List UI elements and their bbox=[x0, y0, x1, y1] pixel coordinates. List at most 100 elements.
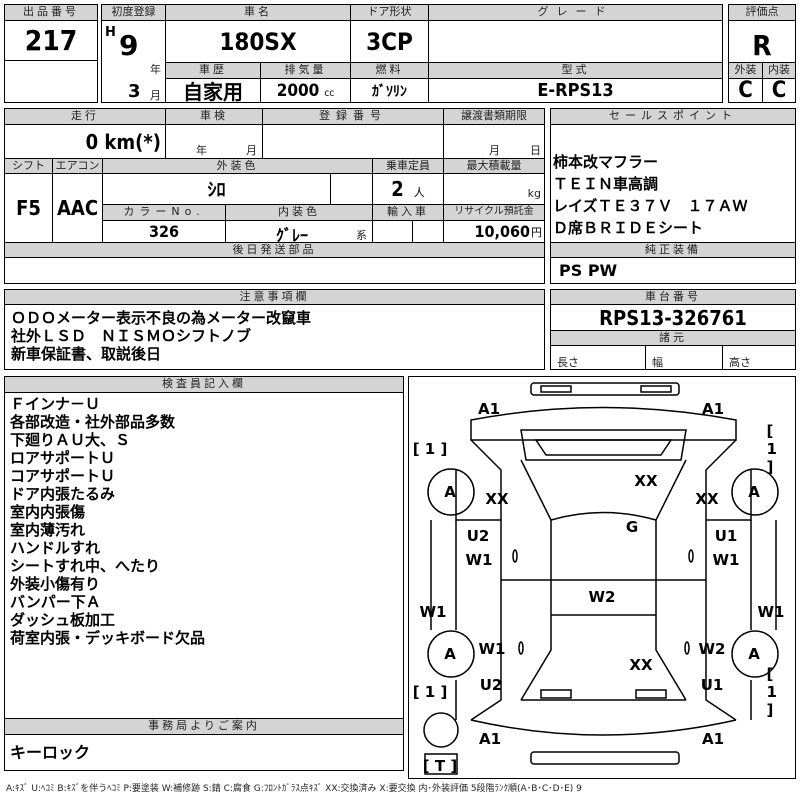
car-outline bbox=[423, 382, 779, 775]
length-cell: 長さ bbox=[550, 345, 646, 370]
width-label: 幅 bbox=[652, 356, 663, 369]
score-label: 評価点 bbox=[728, 4, 796, 21]
damage-label: XX bbox=[695, 490, 719, 508]
damage-label: XX bbox=[629, 656, 653, 674]
damage-label: XX bbox=[485, 490, 509, 508]
door-type: 3CP bbox=[350, 20, 429, 63]
damage-label: [ 1 ] bbox=[412, 683, 448, 701]
length-label: 長さ bbox=[557, 356, 579, 369]
inspection-month-unit: 月 bbox=[246, 144, 257, 157]
inspector-line: ダッシュ板加工 bbox=[10, 611, 116, 629]
capacity-unit: 人 bbox=[413, 186, 425, 199]
inspector-line: 室内内張傷 bbox=[10, 503, 86, 521]
damage-label: U1 bbox=[700, 676, 724, 694]
legend: A:ｷｽﾞ U:ﾍｺﾐ B:ｷｽﾞを伴うﾍｺﾐ P:要塗装 W:補修跡 S:錆 … bbox=[6, 784, 582, 794]
transfer-label: 譲渡書類期限 bbox=[443, 108, 545, 125]
damage-label: W1 bbox=[712, 551, 740, 569]
color-no-label: カラーNo. bbox=[102, 204, 226, 221]
fuel: ｶﾞｿﾘﾝ bbox=[350, 78, 429, 103]
shift: F5 bbox=[4, 173, 53, 243]
reg-month: 3 bbox=[128, 81, 141, 102]
first-reg-cell: H 9 年 3 月 bbox=[101, 20, 166, 103]
inspection-label: 車検 bbox=[165, 108, 263, 125]
damage-label: U1 bbox=[714, 527, 738, 545]
reg-no bbox=[262, 124, 444, 159]
height-cell: 高さ bbox=[722, 345, 796, 370]
sales-point: Ｄ席ＢＲＩＤＥシート bbox=[553, 219, 704, 237]
inspector-line: ドア内張たるみ bbox=[10, 485, 116, 503]
lot-label: 出品番号 bbox=[4, 4, 98, 21]
recycle-unit: 円 bbox=[531, 225, 542, 239]
car-name: 180SX bbox=[165, 20, 351, 63]
chassis-number: RPS13-326761 bbox=[550, 304, 796, 331]
car-name-label: 車名 bbox=[165, 4, 351, 21]
sales-point: レイズＴＥ３７Ｖ １７ＡＷ bbox=[553, 197, 748, 215]
damage-label: W2 bbox=[698, 640, 726, 658]
interior-label: 内装 bbox=[762, 62, 796, 79]
shift-label: シフト bbox=[4, 158, 53, 174]
reg-no-label: 登録番号 bbox=[262, 108, 444, 125]
sales-point: 柿本改マフラー bbox=[553, 153, 659, 171]
ext-color-label: 外装色 bbox=[102, 158, 373, 174]
damage-label: [ T ] bbox=[422, 757, 458, 775]
color-no: 326 bbox=[102, 220, 226, 243]
transfer-day-unit: 日 bbox=[530, 144, 541, 157]
history: 自家用 bbox=[165, 78, 261, 104]
reg-year: 9 bbox=[119, 29, 139, 62]
inspector-label: 検査員記入欄 bbox=[4, 376, 404, 393]
height-label: 高さ bbox=[729, 356, 751, 369]
later-parts-label: 後日発送部品 bbox=[4, 242, 545, 258]
score: R bbox=[728, 20, 796, 63]
int-color: ｸﾞﾚｰ bbox=[276, 226, 309, 245]
transfer-month-unit: 月 bbox=[489, 144, 500, 157]
int-color-cell: ｸﾞﾚｰ系 bbox=[225, 220, 373, 245]
damage-label: A bbox=[748, 483, 760, 501]
notes-label: 注意事項欄 bbox=[4, 289, 545, 305]
inspector-line: ハンドルすれ bbox=[10, 539, 101, 557]
damage-label: A bbox=[748, 645, 760, 663]
exterior-grade: C bbox=[728, 78, 763, 103]
inspector-line: コアサポートＵ bbox=[10, 467, 116, 485]
month-unit: 月 bbox=[150, 89, 161, 102]
damage-label: A bbox=[444, 483, 456, 501]
fuel-label: 燃料 bbox=[350, 62, 429, 79]
damage-label: W1 bbox=[757, 603, 785, 621]
chassis-label: 車台番号 bbox=[550, 289, 796, 305]
inspector-line: ロアサポートＵ bbox=[10, 449, 116, 467]
inspector-line: 外装小傷有り bbox=[10, 575, 101, 593]
ext-color: ｼﾛ bbox=[102, 173, 331, 205]
import-cell-2 bbox=[412, 220, 444, 243]
year-unit: 年 bbox=[150, 63, 161, 76]
inspection-year-unit: 年 bbox=[196, 144, 207, 157]
lot-empty bbox=[4, 60, 98, 103]
interior-grade: C bbox=[762, 78, 796, 103]
inspector-notes: Ｆインナ－Ｕ 各部改造・社外部品多数 下廻りＡＵ大、Ｓ ロアサポートＵ コアサポ… bbox=[4, 392, 404, 719]
air-conditioner: AAC bbox=[52, 173, 103, 243]
damage-label: G bbox=[625, 518, 639, 536]
mileage: 0 km(*) bbox=[4, 124, 166, 159]
sales-points-label: セールスポイント bbox=[550, 108, 796, 125]
model-code: E-RPS13 bbox=[428, 78, 723, 103]
max-load-cell: kg bbox=[443, 173, 545, 205]
sales-points: 柿本改マフラー ＴＥＩＮ車高調 レイズＴＥ３７Ｖ １７ＡＷ Ｄ席ＢＲＩＤＥシート bbox=[550, 124, 796, 243]
displacement-unit: cc bbox=[324, 88, 335, 99]
damage-label: U2 bbox=[466, 527, 490, 545]
later-parts bbox=[4, 257, 545, 284]
capacity: 2 bbox=[391, 177, 404, 201]
recycle-label: リサイクル預託金 bbox=[443, 204, 545, 221]
equipment-label: 純正装備 bbox=[550, 242, 796, 258]
damage-label: W1 bbox=[419, 603, 447, 621]
recycle-fee: 10,060 bbox=[474, 222, 530, 241]
note-line: 社外ＬＳＤ ＮＩＳＭＯシフトノブ bbox=[11, 327, 252, 345]
inspector-line: Ｆインナ－Ｕ bbox=[10, 395, 101, 413]
door-label: ドア形状 bbox=[350, 4, 429, 21]
transfer-cell: 月日 bbox=[443, 124, 545, 159]
notes: ＯＤＯメーター表示不良の為メーター改竄車 社外ＬＳＤ ＮＩＳＭＯシフトノブ 新車… bbox=[4, 304, 545, 370]
import-label: 輸入車 bbox=[372, 204, 444, 221]
office-note: キーロック bbox=[10, 743, 91, 762]
inspector-line: シートすれ中、へたり bbox=[10, 557, 161, 575]
sales-point: ＴＥＩＮ車高調 bbox=[553, 175, 659, 193]
